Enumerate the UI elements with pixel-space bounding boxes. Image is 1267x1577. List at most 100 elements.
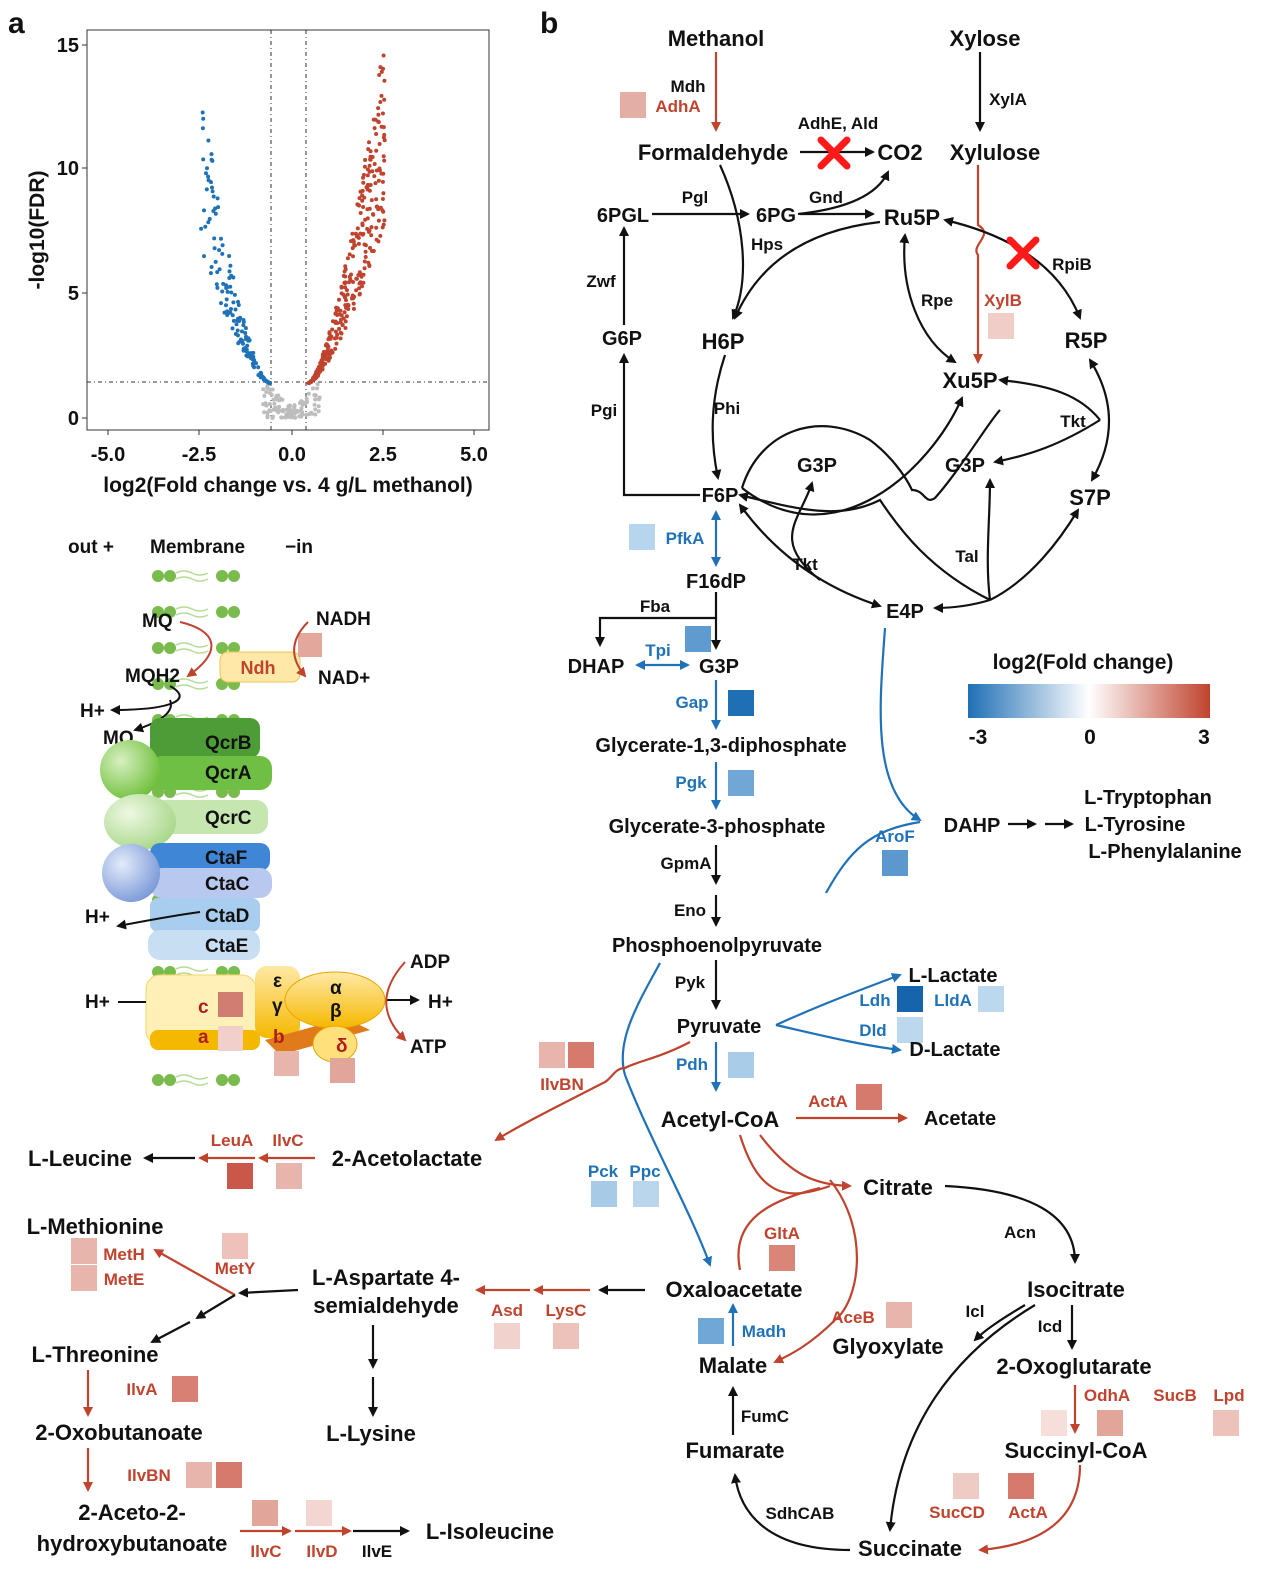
metabolite-tryptophan: L-Tryptophan (1084, 787, 1212, 809)
volcano-point (210, 185, 214, 190)
volcano-point (361, 272, 366, 277)
volcano-point (374, 148, 379, 153)
volcano-point (201, 116, 206, 121)
enzymes: Mdh AdhA AdhE, Ald XylA Pgl Gnd Hps Zwf … (103, 77, 1244, 1561)
volcano-point (335, 332, 340, 337)
volcano-point (295, 409, 300, 414)
metabolite-f6p: F6P (702, 485, 739, 507)
ctae-label: CtaE (205, 936, 248, 957)
enzyme-label: AroF (875, 827, 915, 846)
volcano-point (361, 280, 366, 285)
lipid-head (216, 570, 228, 582)
volcano-point (283, 415, 288, 420)
volcano-point (356, 241, 361, 246)
volcano-point (204, 171, 208, 176)
enzyme-label: Fba (640, 597, 671, 616)
enzyme-label: Zwf (586, 272, 616, 291)
x-tick-label: 0.0 (278, 444, 306, 466)
enzyme-label: LeuA (211, 1131, 254, 1150)
enzyme-label: PfkA (666, 529, 705, 548)
volcano-point (262, 393, 267, 398)
volcano-point (371, 249, 376, 253)
volcano-point (363, 255, 368, 259)
volcano-point (330, 327, 335, 332)
volcano-point (374, 168, 379, 173)
volcano-point (369, 198, 374, 203)
volcano-point (233, 332, 238, 336)
volcano-point (224, 297, 229, 302)
volcano-point (381, 66, 385, 71)
volcano-point (377, 168, 382, 173)
volcano-point (361, 175, 365, 180)
metabolite-acetate: Acetate (924, 1108, 996, 1130)
volcano-point (366, 147, 371, 152)
volcano-point (380, 208, 385, 213)
volcano-point (206, 174, 211, 179)
enzyme-label: FumC (741, 1407, 789, 1426)
enzyme-label: GltA (764, 1224, 800, 1243)
metabolites: Methanol Xylose Formaldehyde CO2 Xylulos… (27, 26, 1242, 1561)
volcano-point (372, 126, 377, 131)
metabolite-g3p: G3P (699, 656, 739, 678)
mq-label: MQ (142, 611, 173, 632)
x-axis-label: log2(Fold change vs. 4 g/L methanol) (103, 474, 473, 497)
metabolite-g3p: G3P (797, 455, 837, 477)
qcrc-subunit (150, 800, 268, 834)
volcano-point (215, 196, 220, 201)
volcano-point (316, 409, 321, 414)
volcano-point (206, 178, 211, 183)
heat-squares (71, 92, 1239, 1526)
volcano-point (201, 157, 206, 162)
volcano-point (220, 251, 225, 256)
volcano-point (202, 208, 206, 213)
volcano-point (312, 393, 317, 397)
volcano-point (351, 254, 355, 259)
volcano-point (289, 413, 294, 418)
volcano-point (361, 180, 366, 185)
volcano-point (339, 313, 344, 318)
metabolite-methionine: L-Methionine (27, 1214, 164, 1239)
volcano-point (268, 391, 272, 395)
volcano-point (337, 326, 342, 331)
volcano-point (379, 69, 384, 74)
ctaf-subunit (150, 843, 270, 871)
volcano-point (219, 301, 223, 306)
lipid-head (152, 570, 164, 582)
metabolite-ru5p: Ru5P (884, 205, 940, 230)
panel-b-label: b (540, 7, 558, 40)
metabolite-2-oxobutanoate: 2-Oxobutanoate (35, 1420, 202, 1445)
metabolite-leucine: L-Leucine (28, 1146, 132, 1171)
volcano-point (312, 402, 317, 407)
volcano-point (200, 110, 205, 115)
volcano-point (369, 233, 374, 238)
mqh2-label: MQH2 (125, 666, 180, 687)
volcano-point (370, 155, 375, 159)
volcano-point (216, 205, 221, 210)
volcano-point (381, 125, 386, 130)
volcano-point (236, 299, 240, 304)
volcano-point (251, 363, 256, 368)
lipid-tail (175, 606, 209, 618)
volcano-point (380, 111, 385, 116)
volcano-point (311, 386, 315, 391)
metabolite-xu5p: Xu5P (942, 368, 997, 393)
enzyme-label: Pgi (591, 401, 617, 420)
volcano-point (321, 357, 325, 362)
volcano-point (235, 318, 240, 323)
y-axis-label: -log10(FDR) (26, 171, 49, 290)
volcano-point (256, 365, 261, 370)
metabolite-s7p: S7P (1069, 485, 1111, 510)
ctad-label: CtaD (205, 906, 249, 927)
volcano-point (199, 226, 204, 231)
volcano-point (243, 326, 248, 331)
volcano-point (204, 187, 209, 192)
volcano-point (227, 254, 232, 258)
volcano-point (209, 152, 214, 157)
volcano-point (272, 401, 277, 406)
enzyme-label: SucB (1153, 1386, 1196, 1405)
volcano-point (213, 211, 218, 216)
enzyme-label: Pgl (682, 188, 708, 207)
volcano-point (219, 236, 223, 241)
ndh-label: Ndh (241, 658, 276, 678)
volcano-point (280, 408, 285, 412)
